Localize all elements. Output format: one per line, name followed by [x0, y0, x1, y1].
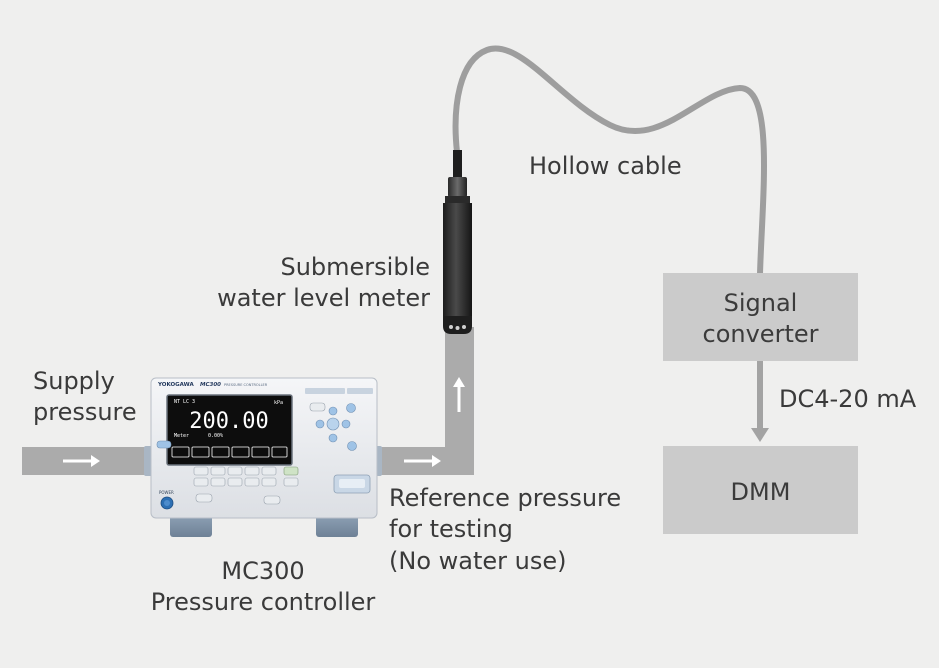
device-foot	[170, 515, 212, 537]
mc300-label-line2: Pressure controller	[151, 588, 376, 616]
hollow-cable-label: Hollow cable	[529, 152, 682, 180]
mc300-label-line1: MC300	[221, 557, 304, 585]
flow-arrow-icon	[63, 455, 100, 467]
submersible-label-line1: Submersible	[280, 253, 430, 281]
device-keypad	[193, 466, 299, 505]
signal-converter-box: Signal converter	[663, 273, 858, 361]
device-brand: YOKOGAWA	[157, 382, 194, 388]
signal-converter-label-line2: converter	[703, 320, 819, 348]
flow-arrow-icon	[404, 455, 441, 467]
device-display-sub: 0.00%	[208, 433, 223, 439]
reference-pressure-label-line3: (No water use)	[389, 547, 566, 575]
mc300-device: YOKOGAWA MC300 PRESSURE CONTROLLER NT LC…	[144, 377, 382, 537]
device-nav-keys	[309, 402, 357, 451]
signal-converter-label-line1: Signal	[724, 289, 798, 317]
power-label: POWER	[159, 490, 174, 495]
submersible-label-line2: water level meter	[217, 284, 430, 312]
device-foot	[316, 515, 358, 537]
signal-arrow-icon	[751, 361, 769, 442]
hollow-cable	[452, 45, 767, 277]
device-subtitle: PRESSURE CONTROLLER	[224, 383, 268, 387]
reference-pressure-label-line2: for testing	[389, 515, 513, 543]
dc-signal-label: DC4-20 mA	[779, 385, 917, 413]
dmm-label: DMM	[731, 478, 791, 506]
dmm-box: DMM	[663, 446, 858, 534]
submersible-sensor	[443, 150, 472, 334]
reference-pressure-label-line1: Reference pressure	[389, 484, 621, 512]
power-button: POWER	[159, 490, 174, 510]
device-display-unit: kPa	[274, 400, 283, 406]
device-display-mode: Meter	[174, 433, 189, 439]
device-display-softkeys	[171, 446, 288, 458]
supply-pressure-label-line1: Supply	[33, 367, 115, 395]
flow-arrow-up-icon	[453, 377, 465, 412]
device-display-top: NT LC 3	[174, 399, 195, 405]
supply-pressure-label-line2: pressure	[33, 398, 137, 426]
device-display-value: 200.00	[189, 409, 268, 434]
device-model: MC300	[200, 382, 221, 388]
